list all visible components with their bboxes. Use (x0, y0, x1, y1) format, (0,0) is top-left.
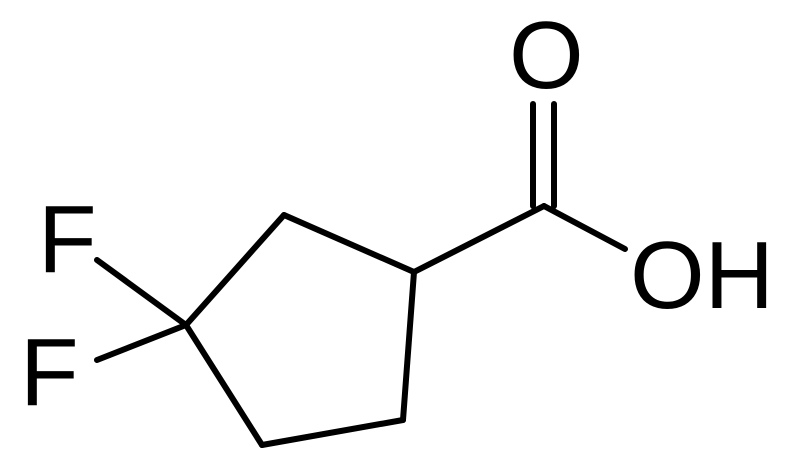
fluorine-bonds (94, 257, 189, 363)
bond-c1-c2 (281, 212, 417, 275)
fluorine-upper-label: F (38, 186, 97, 293)
hydroxyl-label: OH (630, 222, 774, 329)
bond-carboxyl-hydroxyl (541, 203, 628, 252)
bond-c4-c5 (259, 417, 406, 448)
fluorine-lower-label: F (20, 319, 79, 426)
bond-c3-f-upper (94, 257, 189, 328)
carboxyl-bonds (411, 101, 628, 275)
atom-labels: O OH F F (20, 2, 774, 426)
bond-c3-f-lower (94, 322, 189, 363)
oxygen-double-label: O (509, 2, 584, 109)
bond-c5-c1 (400, 269, 417, 423)
ring-bonds (183, 212, 417, 448)
bond-c3-c4 (183, 322, 265, 448)
bond-c2-c3 (183, 212, 287, 328)
bond-c1-carboxyl-carbon (411, 203, 547, 275)
